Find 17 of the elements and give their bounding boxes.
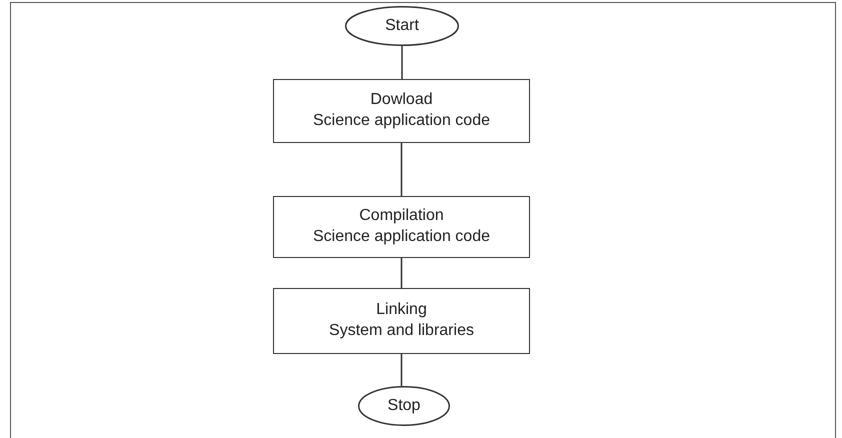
step-text: Stop bbox=[388, 396, 420, 416]
step-title: Dowload bbox=[370, 90, 433, 110]
step-text: Science application code bbox=[312, 227, 490, 247]
connector-line bbox=[401, 46, 403, 79]
connector-line bbox=[400, 354, 402, 386]
process-box bbox=[273, 79, 530, 143]
step-text: Science application code bbox=[312, 111, 490, 131]
step-text: Start bbox=[385, 16, 419, 36]
connector-line bbox=[400, 143, 402, 196]
process-box bbox=[273, 196, 530, 258]
process-box bbox=[273, 288, 530, 354]
step-title: Linking bbox=[376, 300, 427, 320]
step-title: Compilation bbox=[359, 206, 444, 226]
terminal-ellipse bbox=[345, 6, 459, 46]
terminal-ellipse bbox=[358, 386, 450, 426]
step-text: System and libraries bbox=[329, 321, 474, 341]
connector-line bbox=[400, 258, 402, 288]
